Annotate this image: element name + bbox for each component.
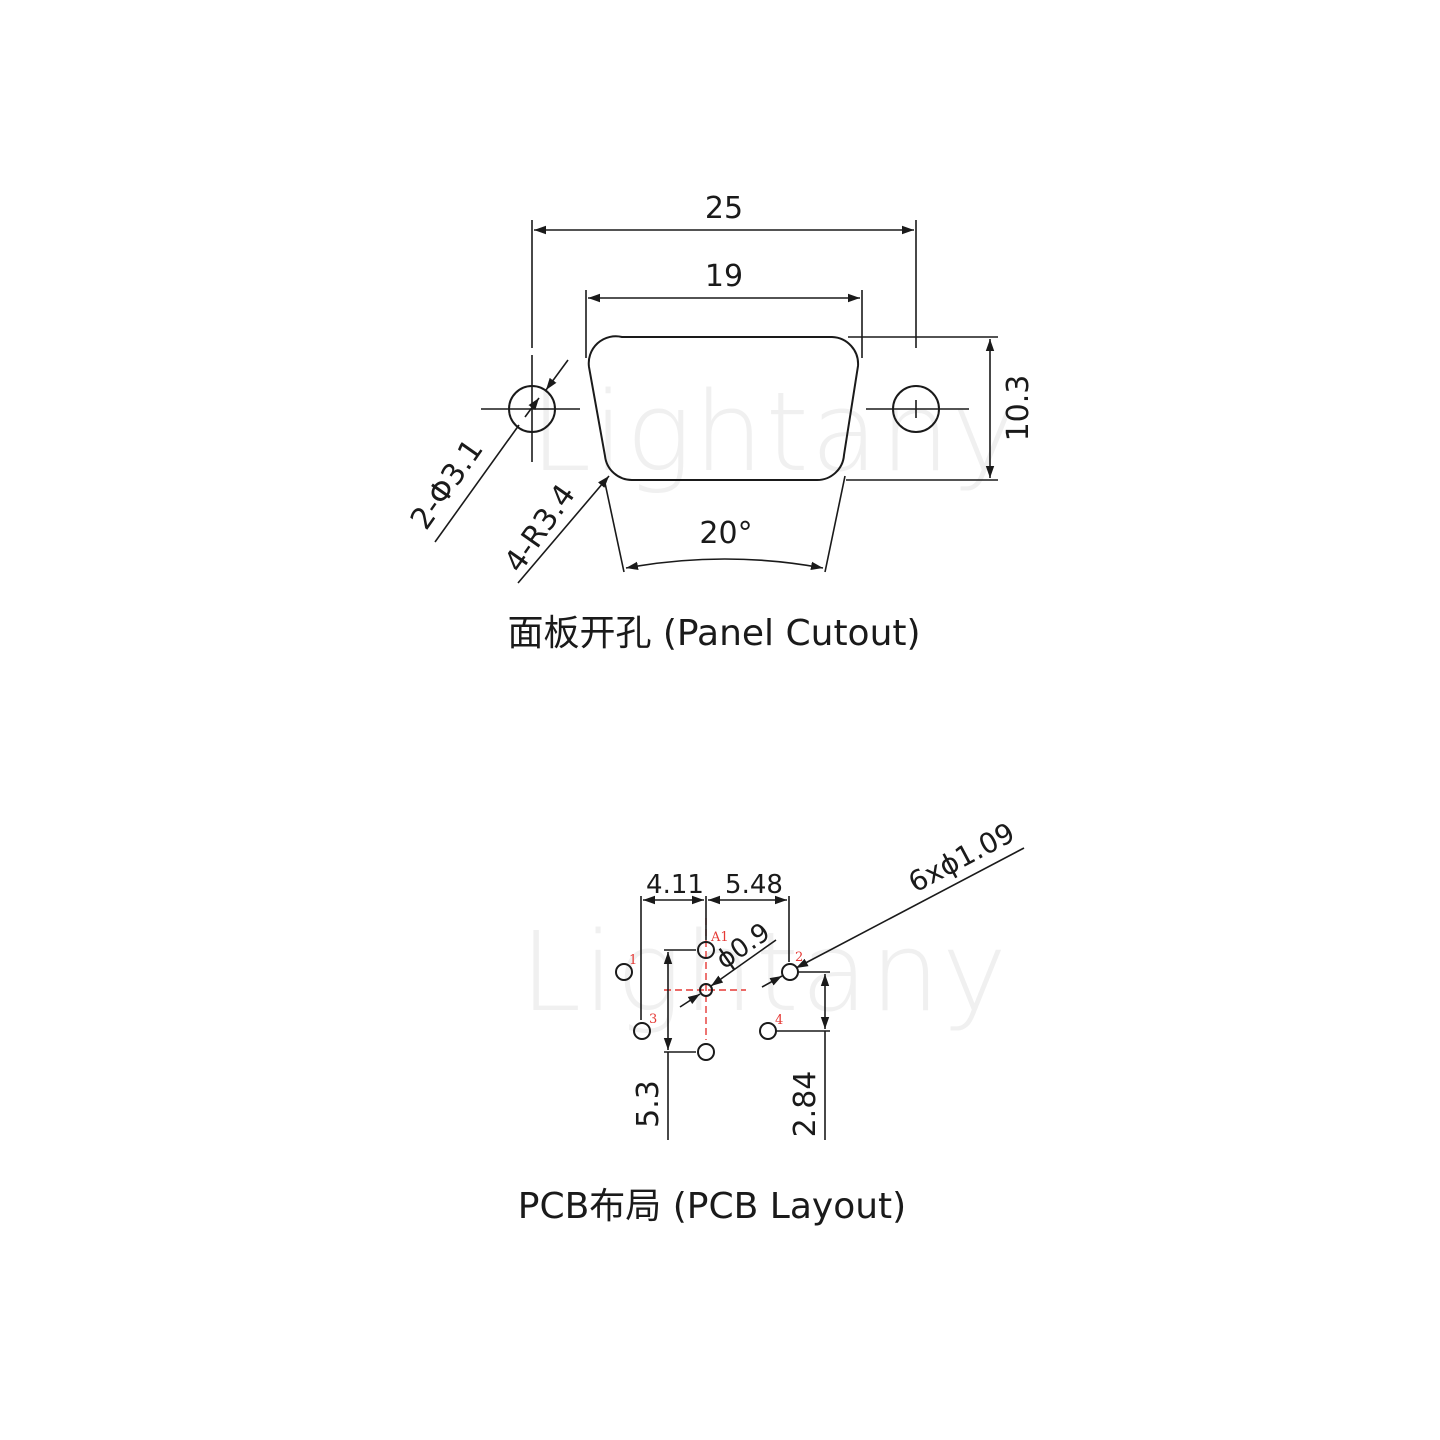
dim-overall-label: 25: [705, 191, 743, 226]
pin-hole-1: [615, 963, 633, 981]
watermark-bottom: Lightany: [520, 908, 1009, 1036]
watermark-top: Lightany: [530, 368, 1019, 496]
d-cutout-outline: [587, 335, 860, 482]
dim-right-vertical-label: 2.84: [788, 1071, 823, 1138]
dim-height-label: 10.3: [1001, 375, 1036, 442]
dim-right-vertical-lines: [776, 971, 830, 1140]
pcb-layout-caption: PCB布局 (PCB Layout): [518, 1186, 906, 1227]
center-hole: [699, 983, 713, 997]
pin-hole-3: [633, 1022, 651, 1040]
dim-pin-holes-label: 6xϕ1.09: [903, 816, 1020, 899]
dim-mount-hole-leader: [434, 359, 569, 543]
panel-cutout-caption: 面板开孔 (Panel Cutout): [507, 613, 920, 654]
dim-cutout-width-lines: [585, 290, 863, 358]
dim-pin-holes-leader: [761, 847, 1025, 988]
pin-label-1: 1: [629, 953, 637, 968]
dim-mount-hole-label: 2-Φ3.1: [404, 433, 491, 536]
dim-angle-lines: [604, 475, 846, 573]
pin-label-2: 2: [795, 950, 803, 965]
dim-left-offset-label: 4.11: [646, 870, 704, 900]
pin-label-3: 3: [649, 1012, 657, 1027]
pin-label-a1: A1: [710, 930, 729, 945]
dim-angle-label: 20°: [699, 516, 752, 551]
dim-cutout-width-label: 19: [705, 259, 743, 294]
panel-cutout-drawing: 25 19 10.3 2-Φ3.1 4-R3.4: [404, 191, 1036, 654]
pin-hole-bottom: [697, 1043, 715, 1061]
dim-left-vertical-lines: [663, 949, 696, 1140]
pin-hole-a1: [697, 941, 715, 959]
dim-horizontal-lines: [640, 895, 790, 1020]
dim-left-vertical-label: 5.3: [631, 1080, 666, 1128]
dim-center-hole-leader: [679, 939, 777, 1008]
dim-overall-lines: [531, 220, 917, 348]
dim-height-lines: [846, 336, 998, 481]
dim-right-offset-label: 5.48: [725, 870, 783, 900]
dim-corner-radius-leader: [517, 475, 610, 584]
center-crosshair: [664, 918, 746, 1040]
pin-label-4: 4: [775, 1013, 783, 1028]
